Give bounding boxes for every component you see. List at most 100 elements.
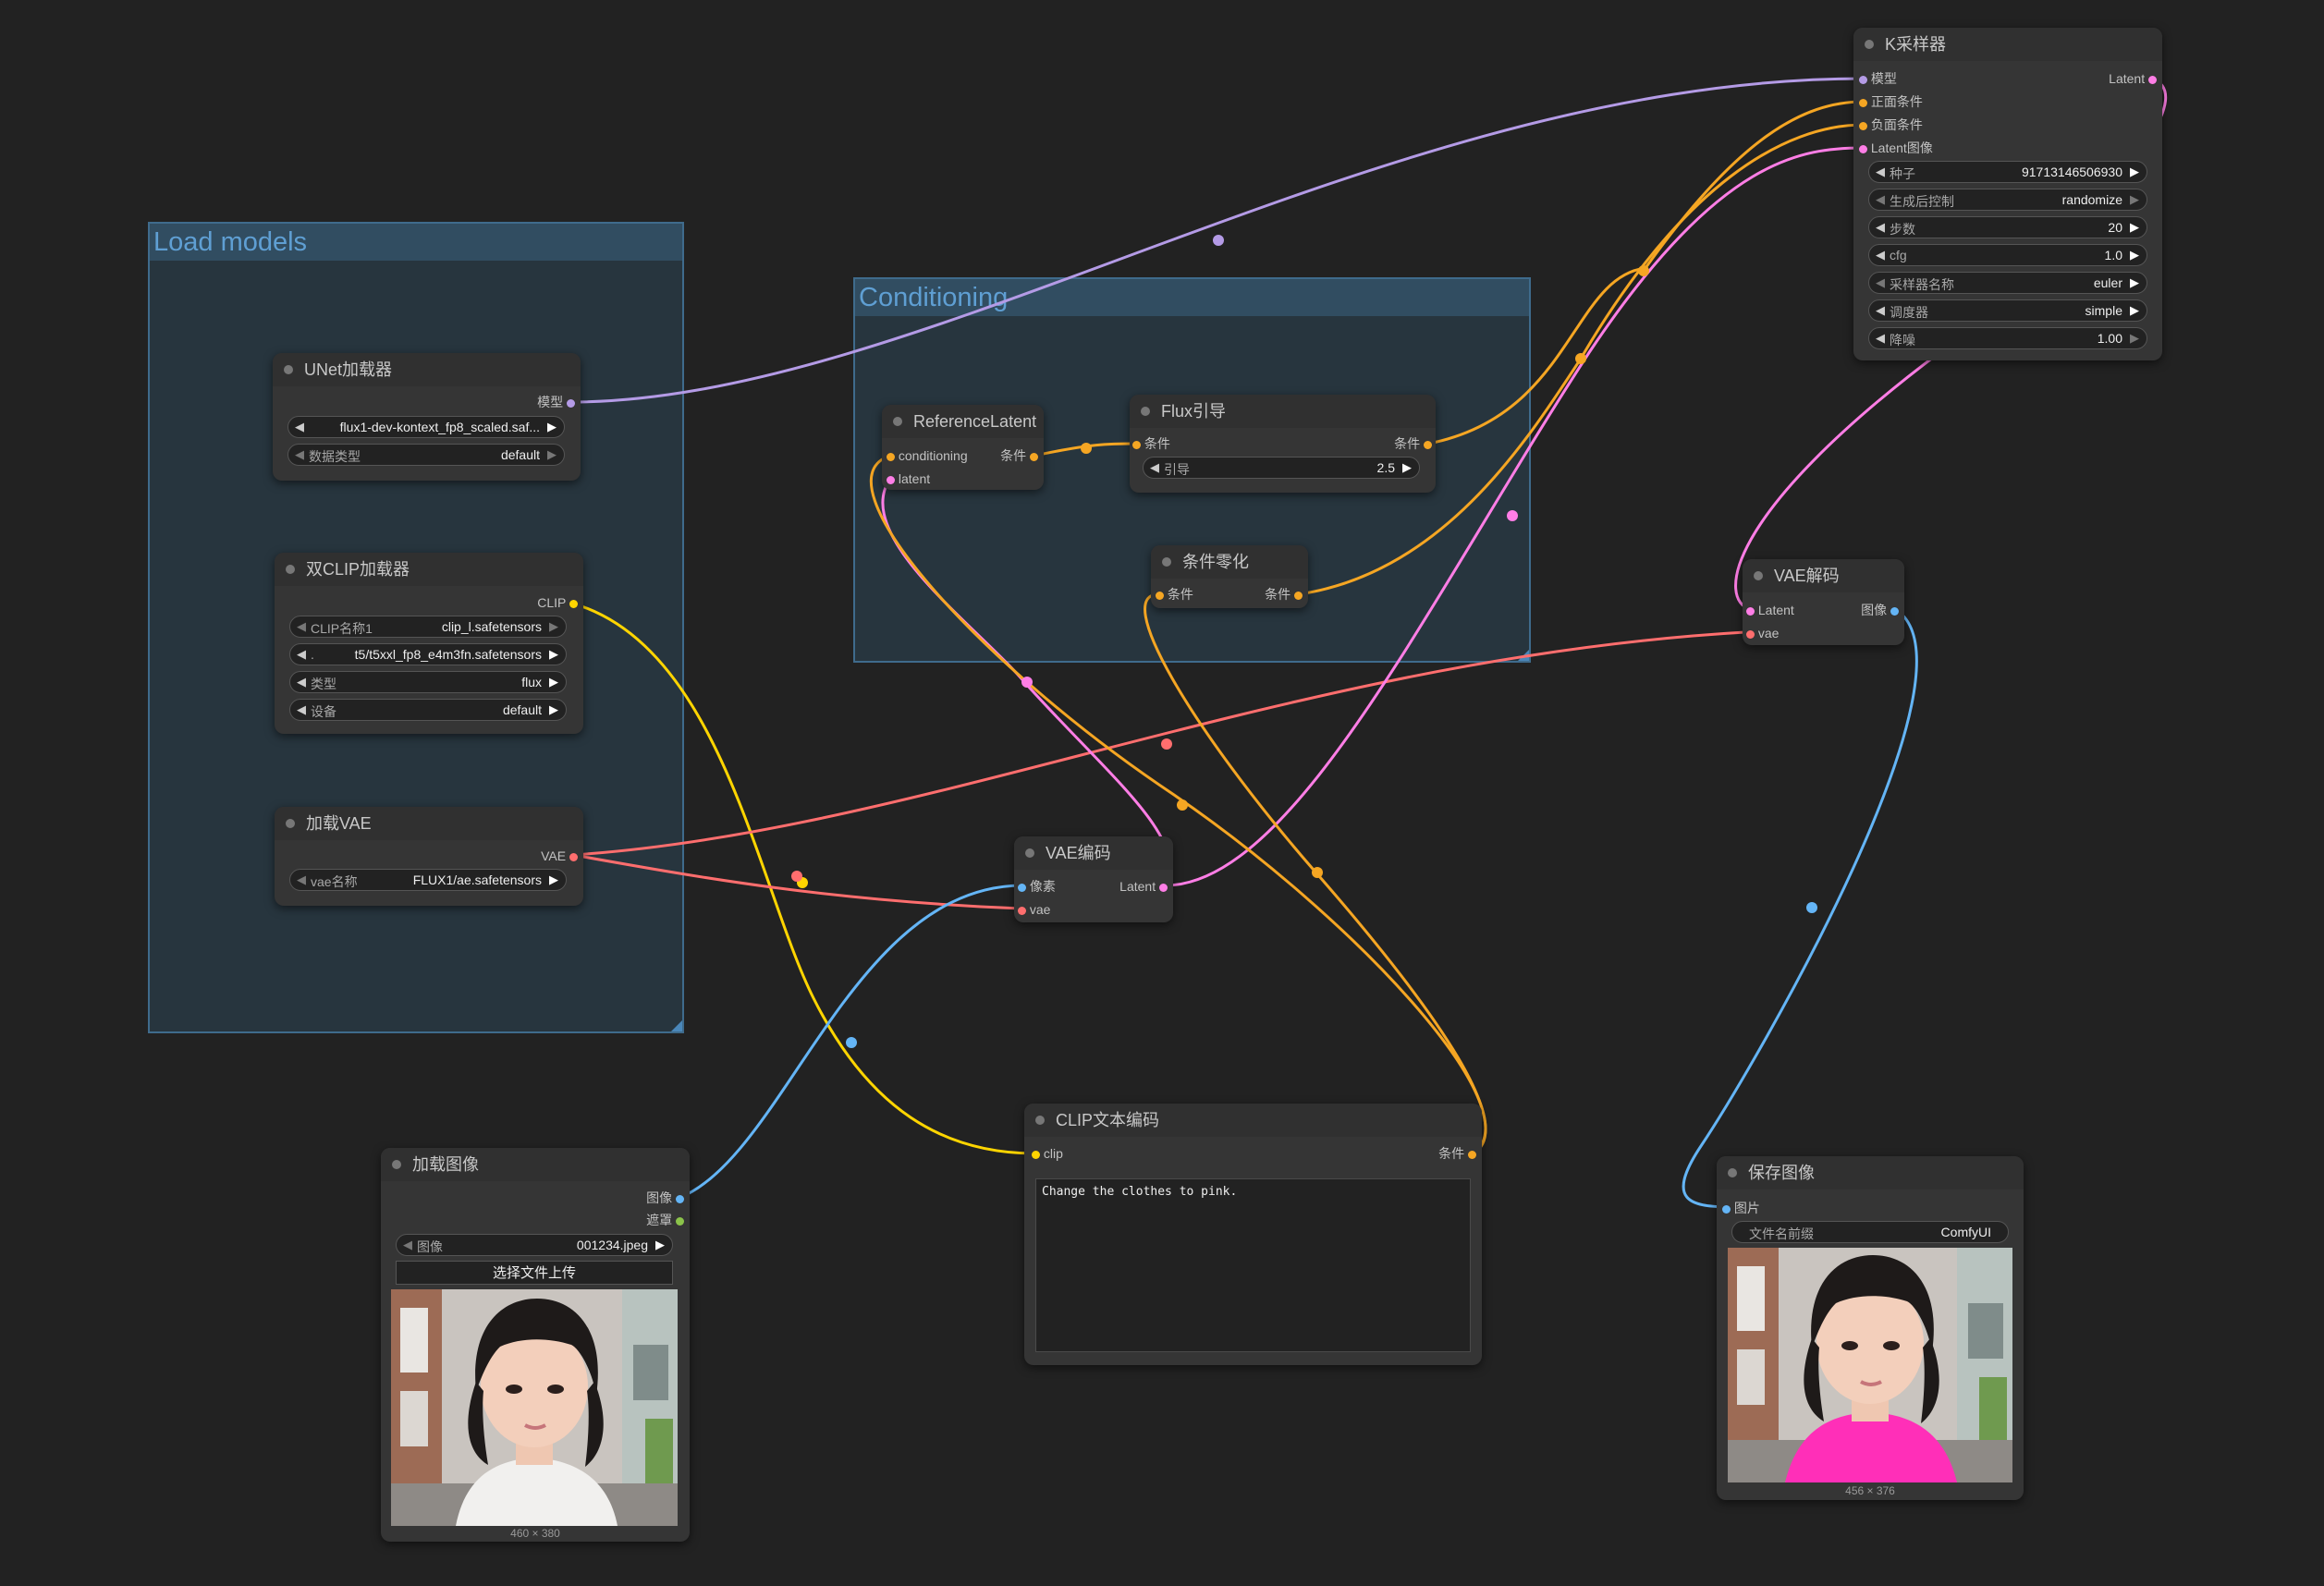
arrow-right-icon[interactable]: ▶ — [2130, 303, 2139, 317]
widget-steps[interactable]: ◀ 步数 20 ▶ — [1868, 216, 2147, 238]
slot-dot-icon[interactable] — [1746, 606, 1755, 616]
widget-unet-name[interactable]: ◀ flux1-dev-kontext_fp8_scaled.saf... ▶ — [287, 416, 565, 438]
node-title[interactable]: 加载VAE — [275, 807, 583, 840]
slot-dot-icon[interactable] — [1159, 883, 1168, 892]
widget-control-after-generate[interactable]: ◀ 生成后控制 randomize ▶ — [1868, 189, 2147, 211]
arrow-left-icon[interactable]: ◀ — [403, 1238, 412, 1251]
output-conditioning[interactable]: 条件 — [1438, 1146, 1476, 1161]
input-pixels[interactable]: 像素 — [1018, 879, 1056, 894]
widget-denoise[interactable]: ◀ 降噪 1.00 ▶ — [1868, 327, 2147, 349]
arrow-right-icon[interactable]: ▶ — [549, 675, 558, 689]
arrow-left-icon[interactable]: ◀ — [297, 619, 306, 633]
input-vae[interactable]: vae — [1018, 902, 1050, 917]
slot-dot-icon[interactable] — [1132, 440, 1141, 449]
widget-weight-dtype[interactable]: ◀ 数据类型 default ▶ — [287, 444, 565, 466]
slot-dot-icon[interactable] — [1030, 452, 1038, 461]
node-title[interactable]: K采样器 — [1853, 28, 2162, 61]
arrow-left-icon[interactable]: ◀ — [1876, 165, 1885, 178]
collapse-dot-icon[interactable] — [286, 819, 295, 828]
node-clip-text-encode[interactable]: CLIP文本编码 clip 条件 Change the clothes to p… — [1024, 1104, 1482, 1365]
input-latent[interactable]: Latent — [1746, 603, 1794, 617]
arrow-left-icon[interactable]: ◀ — [1876, 248, 1885, 262]
widget-cfg[interactable]: ◀ cfg 1.0 ▶ — [1868, 244, 2147, 266]
node-title[interactable]: CLIP文本编码 — [1024, 1104, 1482, 1137]
widget-clip-name1[interactable]: ◀ CLIP名称1 clip_l.safetensors ▶ — [289, 616, 567, 638]
input-negative[interactable]: 负面条件 — [1859, 117, 1923, 132]
output-image[interactable]: 图像 — [1861, 603, 1899, 617]
input-clip[interactable]: clip — [1032, 1146, 1063, 1161]
slot-dot-icon[interactable] — [887, 475, 895, 484]
slot-dot-icon[interactable] — [567, 398, 575, 408]
output-vae[interactable]: VAE — [541, 848, 578, 863]
arrow-left-icon[interactable]: ◀ — [1876, 275, 1885, 289]
output-image[interactable]: 图像 — [646, 1190, 684, 1205]
input-images[interactable]: 图片 — [1722, 1201, 1760, 1215]
arrow-left-icon[interactable]: ◀ — [1150, 460, 1159, 474]
group-resize-handle[interactable] — [1518, 650, 1529, 661]
input-latent-image[interactable]: Latent图像 — [1859, 140, 1933, 155]
input-conditioning[interactable]: 条件 — [1132, 436, 1170, 451]
collapse-dot-icon[interactable] — [1728, 1168, 1737, 1177]
output-mask[interactable]: 遮罩 — [646, 1213, 684, 1227]
slot-dot-icon[interactable] — [1018, 883, 1026, 892]
node-title[interactable]: 双CLIP加载器 — [275, 553, 583, 586]
arrow-left-icon[interactable]: ◀ — [1876, 331, 1885, 345]
node-vae-loader[interactable]: 加载VAE VAE ◀ vae名称 FLUX1/ae.safetensors ▶ — [275, 807, 583, 906]
node-title[interactable]: 保存图像 — [1717, 1156, 2024, 1190]
input-conditioning[interactable]: 条件 — [1156, 587, 1193, 602]
arrow-right-icon[interactable]: ▶ — [547, 420, 557, 433]
arrow-right-icon[interactable]: ▶ — [2130, 248, 2139, 262]
arrow-right-icon[interactable]: ▶ — [2130, 220, 2139, 234]
node-title[interactable]: ReferenceLatent — [882, 405, 1044, 438]
arrow-left-icon[interactable]: ◀ — [1876, 220, 1885, 234]
group-title[interactable]: Conditioning — [855, 279, 1529, 316]
arrow-left-icon[interactable]: ◀ — [1876, 303, 1885, 317]
input-model[interactable]: 模型 — [1859, 71, 1897, 86]
node-flux-guidance[interactable]: Flux引导 条件 条件 ◀ 引导 2.5 ▶ — [1130, 395, 1436, 493]
node-title[interactable]: VAE编码 — [1014, 836, 1173, 870]
collapse-dot-icon[interactable] — [284, 365, 293, 374]
output-model[interactable]: 模型 — [537, 395, 575, 409]
arrow-left-icon[interactable]: ◀ — [297, 872, 306, 886]
slot-dot-icon[interactable] — [569, 599, 578, 608]
arrow-left-icon[interactable]: ◀ — [295, 420, 304, 433]
input-conditioning[interactable]: conditioning — [887, 448, 968, 463]
arrow-right-icon[interactable]: ▶ — [1402, 460, 1412, 474]
node-reference-latent[interactable]: ReferenceLatent conditioning latent 条件 — [882, 405, 1044, 490]
node-load-image[interactable]: 加载图像 图像 遮罩 ◀ 图像 001234.jpeg ▶ 选择文件上传 — [381, 1148, 690, 1542]
arrow-right-icon[interactable]: ▶ — [2130, 192, 2139, 206]
widget-clip-device[interactable]: ◀ 设备 default ▶ — [289, 699, 567, 721]
node-title[interactable]: UNet加载器 — [273, 353, 581, 386]
widget-seed[interactable]: ◀ 种子 91713146506930 ▶ — [1868, 161, 2147, 183]
slot-dot-icon[interactable] — [1859, 144, 1867, 153]
arrow-right-icon[interactable]: ▶ — [549, 647, 558, 661]
collapse-dot-icon[interactable] — [893, 417, 902, 426]
arrow-right-icon[interactable]: ▶ — [2130, 165, 2139, 178]
arrow-left-icon[interactable]: ◀ — [295, 447, 304, 461]
slot-dot-icon[interactable] — [676, 1216, 684, 1226]
node-vae-encode[interactable]: VAE编码 像素 vae Latent — [1014, 836, 1173, 922]
upload-button[interactable]: 选择文件上传 — [396, 1261, 673, 1285]
node-unet-loader[interactable]: UNet加载器 模型 ◀ flux1-dev-kontext_fp8_scale… — [273, 353, 581, 481]
slot-dot-icon[interactable] — [1859, 75, 1867, 84]
widget-filename-prefix[interactable]: 文件名前缀 ComfyUI — [1731, 1221, 2009, 1243]
arrow-right-icon[interactable]: ▶ — [655, 1238, 665, 1251]
node-conditioning-zero-out[interactable]: 条件零化 条件 条件 — [1151, 545, 1308, 608]
node-dual-clip-loader[interactable]: 双CLIP加载器 CLIP ◀ CLIP名称1 clip_l.safetenso… — [275, 553, 583, 734]
output-latent[interactable]: Latent — [1119, 879, 1168, 894]
slot-dot-icon[interactable] — [1156, 591, 1164, 600]
collapse-dot-icon[interactable] — [1035, 1116, 1045, 1125]
slot-dot-icon[interactable] — [1018, 906, 1026, 915]
node-title[interactable]: 加载图像 — [381, 1148, 690, 1181]
input-latent[interactable]: latent — [887, 471, 930, 486]
arrow-left-icon[interactable]: ◀ — [297, 702, 306, 716]
node-vae-decode[interactable]: VAE解码 Latent vae 图像 — [1743, 559, 1904, 645]
widget-clip-type[interactable]: ◀ 类型 flux ▶ — [289, 671, 567, 693]
slot-dot-icon[interactable] — [1859, 98, 1867, 107]
slot-dot-icon[interactable] — [1890, 606, 1899, 616]
arrow-right-icon[interactable]: ▶ — [547, 447, 557, 461]
collapse-dot-icon[interactable] — [1025, 848, 1034, 858]
collapse-dot-icon[interactable] — [286, 565, 295, 574]
arrow-right-icon[interactable]: ▶ — [2130, 331, 2139, 345]
arrow-right-icon[interactable]: ▶ — [2130, 275, 2139, 289]
